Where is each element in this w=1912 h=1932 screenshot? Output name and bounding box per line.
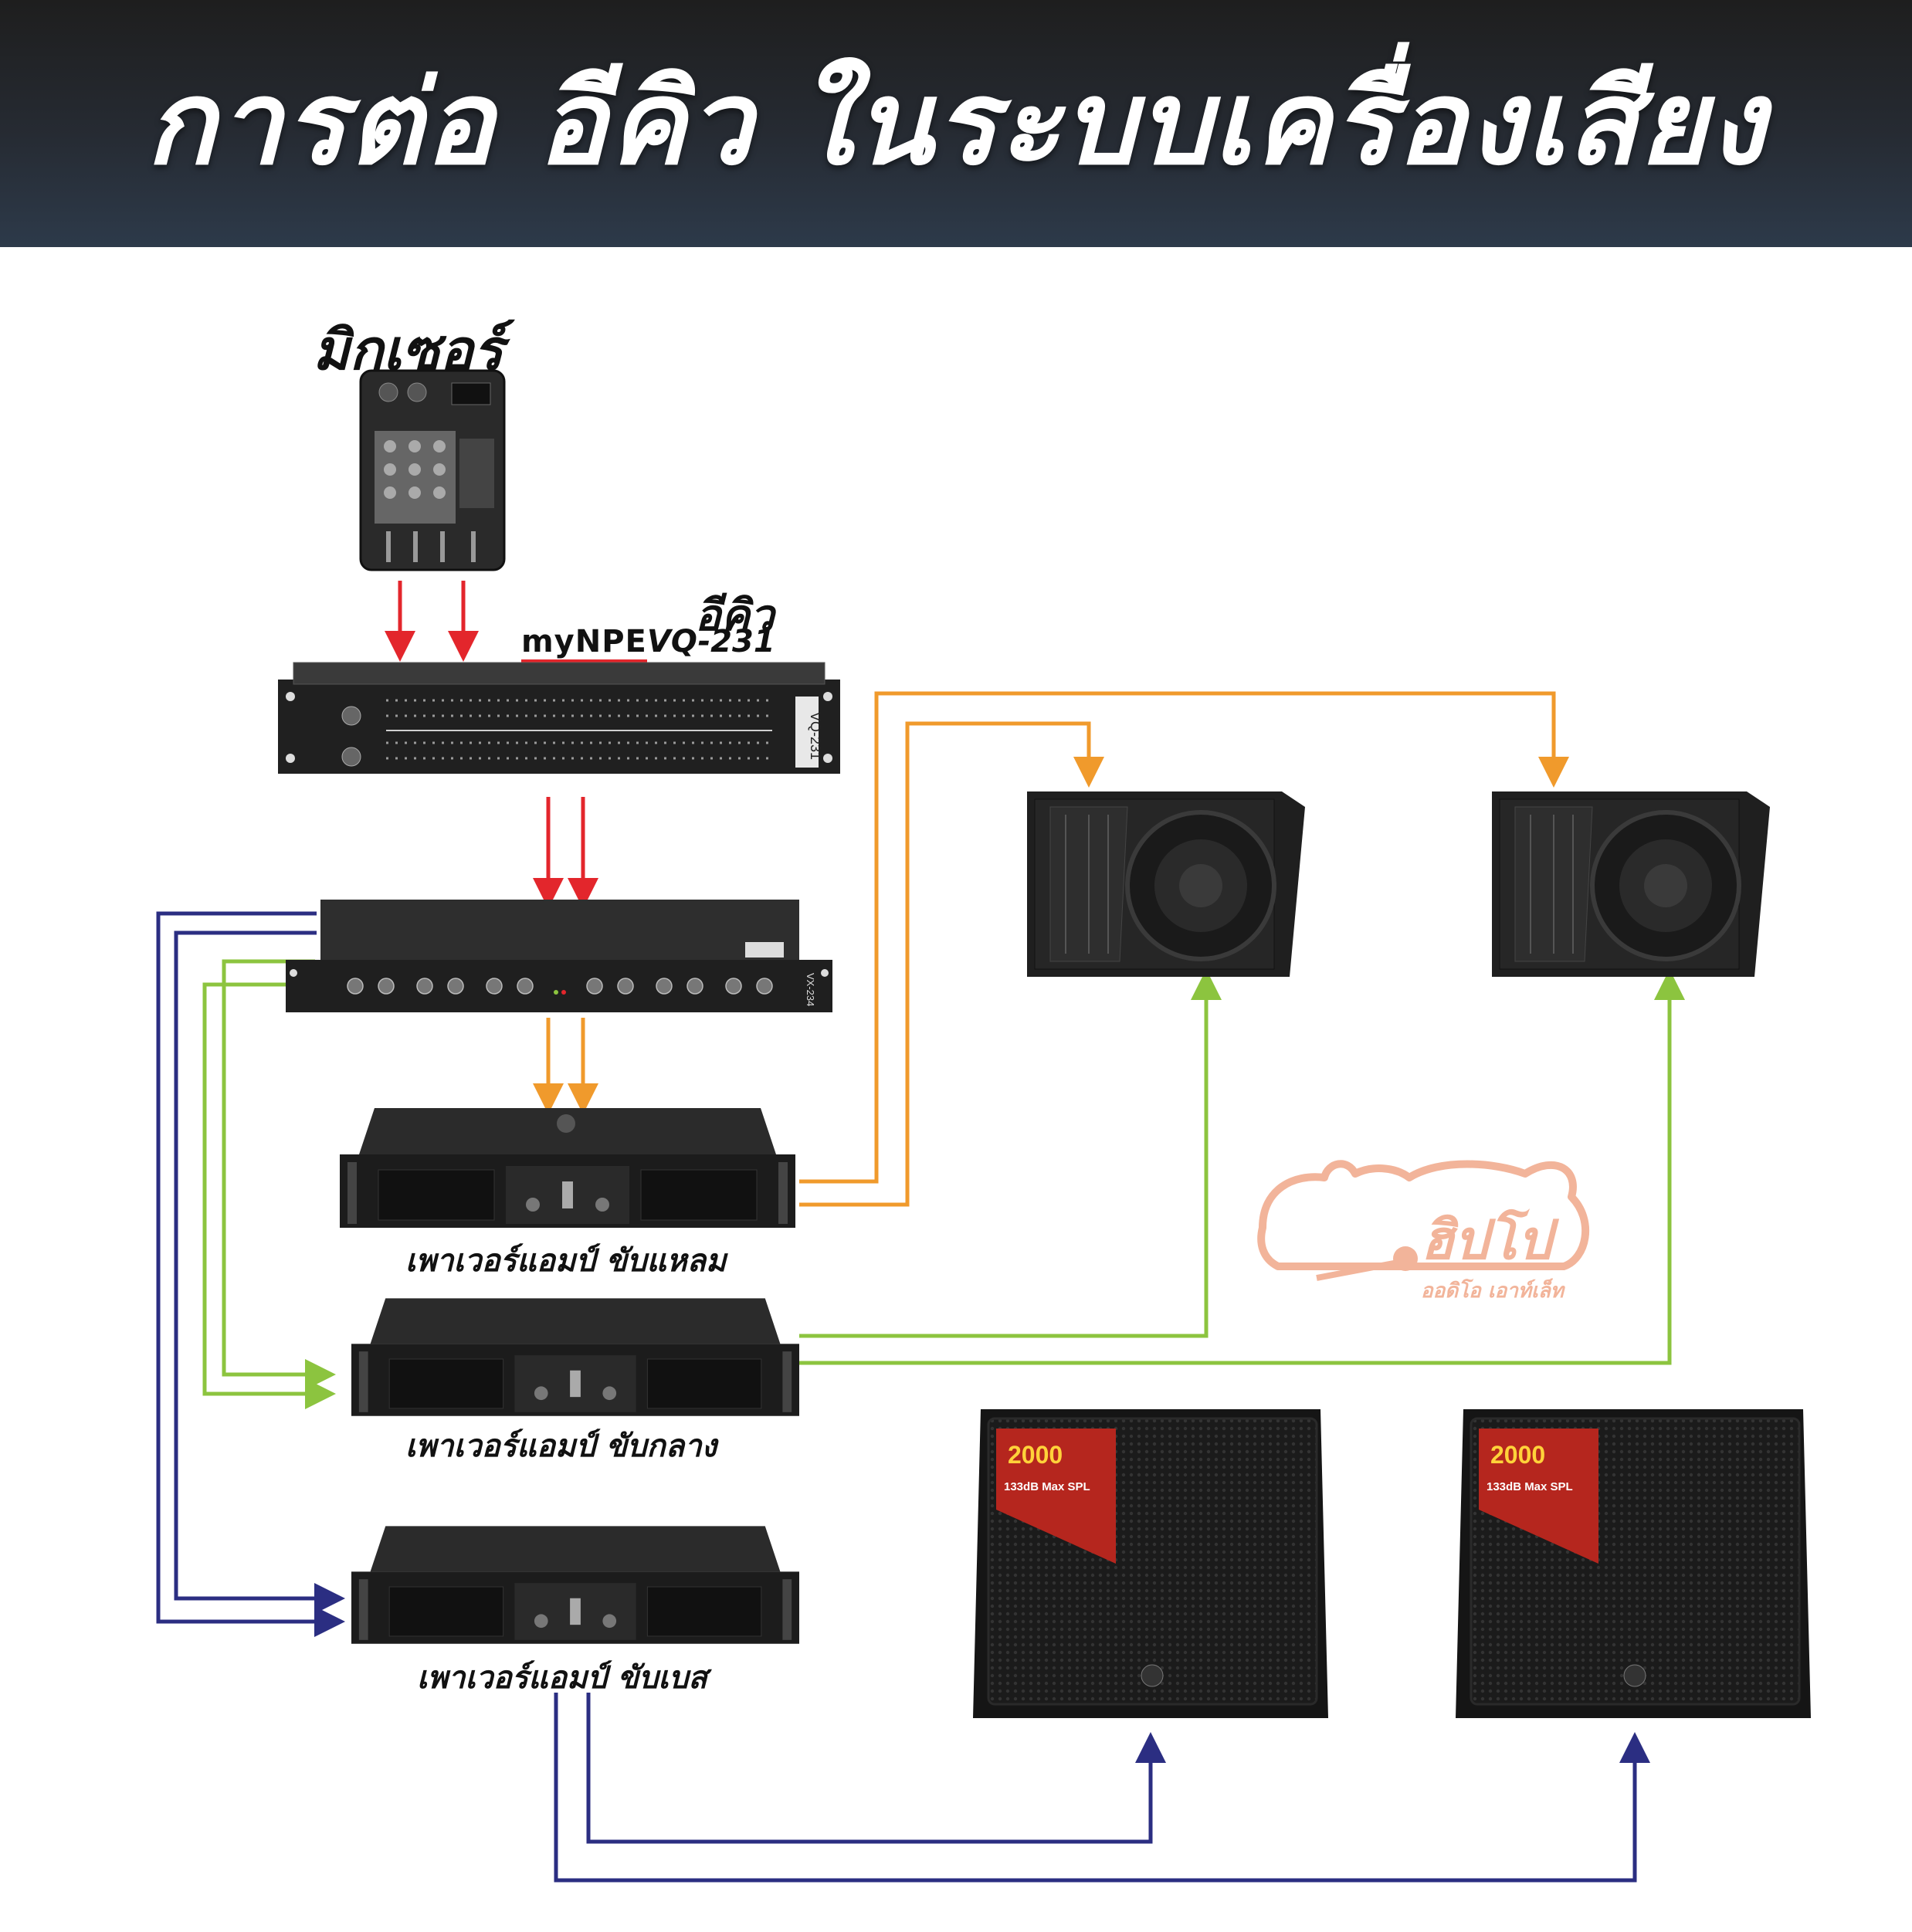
amp-mid-label: เพาเวอร์แอมป์ ขับกลาง — [405, 1429, 717, 1464]
mid-line-crossover-amp-1 — [222, 959, 336, 1390]
eq-label: อีคิว — [695, 591, 775, 641]
mid-line-to-speaker-right — [799, 969, 1685, 1365]
hippo-logo-watermark: ฮิปโป ออดิโอ เอาท์เล็ท — [1257, 1160, 1590, 1303]
top-speaker-right — [1492, 791, 1770, 977]
power-amp-high-device — [340, 1108, 795, 1228]
mid-line-to-speaker-left — [799, 969, 1222, 1338]
bass-line-crossover-amp-1 — [156, 911, 345, 1637]
mid-line-crossover-amp-2 — [202, 982, 336, 1409]
header-banner: การต่อ อีคิว ในระบบเครื่องเสียง — [0, 0, 1912, 247]
amp-bass-label: เพาเวอร์แอมป์ ขับเบส — [417, 1660, 707, 1696]
eq-brand-label: myNPEVQ-231 — [521, 624, 775, 663]
mixer-device — [359, 369, 506, 571]
power-amp-bass-device — [351, 1526, 799, 1644]
eq-device: VQ-231 — [278, 662, 840, 774]
high-line-to-speaker-right — [799, 691, 1569, 1184]
sub-left-spl: 133dB Max SPL — [1004, 1480, 1090, 1493]
eq-model-text: VQ-231 — [646, 624, 775, 659]
high-line-to-speaker-left — [799, 721, 1104, 1207]
subwoofer-left: 2000 133dB Max SPL — [973, 1409, 1328, 1718]
sub-right-badge: 2000 — [1490, 1441, 1545, 1469]
eq-brand-text: myNPE — [521, 624, 647, 663]
eq-panel-model: VQ-231 — [808, 712, 823, 760]
sub-left-badge: 2000 — [1008, 1441, 1063, 1469]
subwoofer-right: 2000 133dB Max SPL — [1456, 1409, 1811, 1718]
bass-line-to-sub-right — [554, 1693, 1650, 1883]
bass-line-crossover-amp-2 — [174, 930, 345, 1614]
crossover-device: VX-234 — [286, 900, 832, 1012]
page-title: การต่อ อีคิว ในระบบเครื่องเสียง — [145, 56, 1767, 191]
bass-line-to-sub-left — [586, 1693, 1166, 1844]
power-amp-mid-device — [351, 1298, 799, 1416]
watermark-name: ฮิปโป — [1421, 1208, 1560, 1272]
crossover-panel-model: VX-234 — [805, 973, 816, 1006]
amp-high-label: เพาเวอร์แอมป์ ขับแหลม — [405, 1243, 727, 1279]
watermark-tagline: ออดิโอ เอาท์เล็ท — [1421, 1278, 1566, 1303]
sub-right-spl: 133dB Max SPL — [1487, 1480, 1573, 1493]
top-speaker-left — [1027, 791, 1305, 977]
